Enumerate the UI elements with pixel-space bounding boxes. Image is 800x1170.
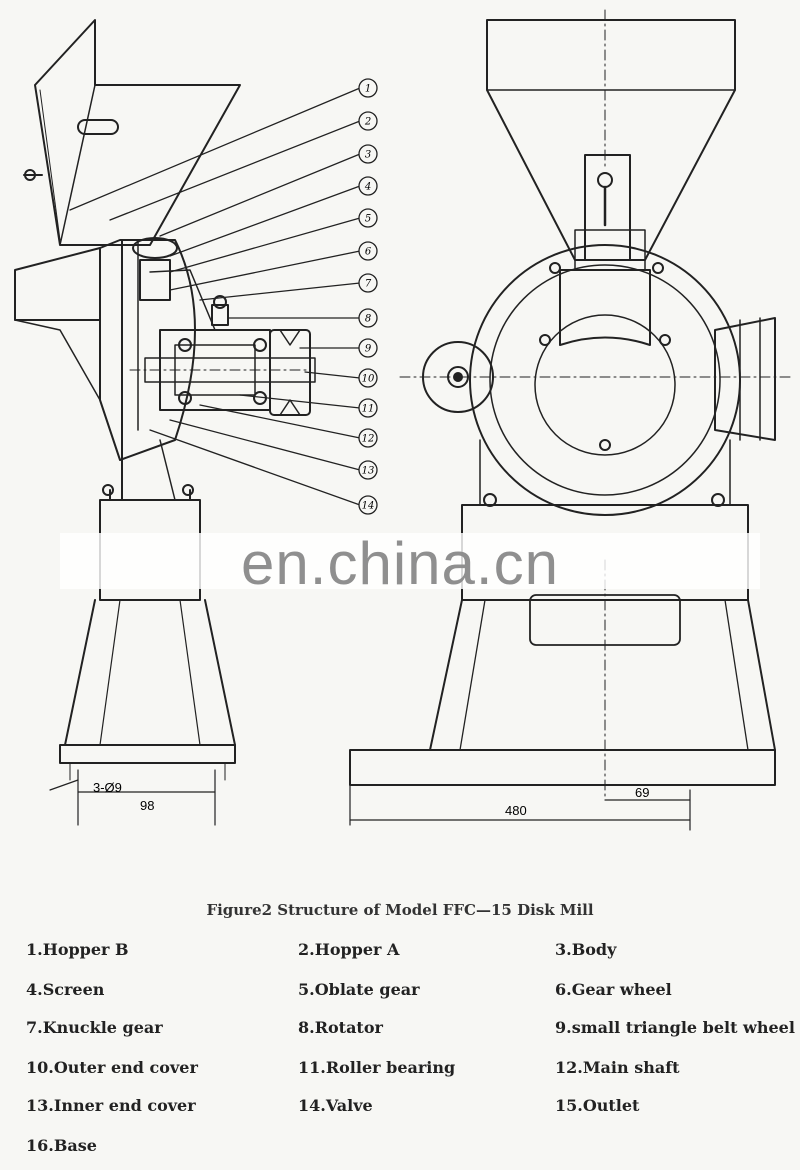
legend-item: 3.Body — [555, 940, 617, 959]
callout-circle-7 — [358, 273, 378, 293]
front-base — [429, 599, 776, 751]
callout-leaders — [69, 87, 361, 506]
callout-circle-4 — [358, 176, 378, 196]
legend-item: 16.Base — [26, 1136, 97, 1155]
callout-circle-6 — [358, 241, 378, 261]
side-view — [14, 19, 316, 781]
legend-item: 15.Outlet — [555, 1096, 640, 1115]
callout-label-5: 5 — [365, 214, 371, 225]
callout-circle-11 — [358, 398, 378, 418]
callout-circle-13 — [358, 460, 378, 480]
callout-label-3: 3 — [365, 150, 371, 161]
callout-label-4: 4 — [364, 182, 371, 193]
callout-circle-8 — [358, 308, 378, 328]
callout-label-2: 2 — [364, 117, 371, 128]
side-base — [64, 599, 236, 746]
callout-circle-9 — [358, 338, 378, 358]
callout-circle-14 — [358, 495, 378, 515]
callout-circle-3 — [358, 144, 378, 164]
legend-item: 8.Rotator — [298, 1018, 383, 1037]
callout-circle-1 — [358, 78, 378, 98]
callout-label-12: 12 — [362, 434, 375, 445]
watermark: en.china.cn — [0, 525, 800, 605]
legend-item: 9.small triangle belt wheel — [555, 1018, 795, 1037]
front-hopper — [486, 19, 736, 261]
callout-label-6: 6 — [365, 247, 372, 258]
legend-item: 6.Gear wheel — [555, 980, 672, 999]
callout-label-11: 11 — [362, 404, 375, 415]
front-outlet — [714, 317, 776, 441]
dim-holes: 3-Ø9 — [93, 780, 122, 795]
front-view — [349, 9, 791, 801]
legend-item: 4.Screen — [26, 980, 105, 999]
legend-item: 11.Roller bearing — [298, 1058, 456, 1077]
callout-label-8: 8 — [365, 314, 371, 325]
callout-label-1: 1 — [365, 84, 371, 95]
dim-front-width: 480 — [505, 803, 527, 818]
watermark-text: en.china.cn — [241, 530, 559, 597]
callout-circle-10 — [358, 368, 378, 388]
side-body — [99, 239, 196, 461]
callout-label-7: 7 — [365, 279, 372, 290]
legend-item: 14.Valve — [298, 1096, 373, 1115]
figure-caption: Figure2 Structure of Model FFC—15 Disk M… — [206, 901, 594, 919]
dimension-lines — [49, 769, 691, 831]
legend-item: 2.Hopper A — [298, 940, 400, 959]
side-outlet — [14, 247, 101, 321]
legend-item: 1.Hopper B — [26, 940, 129, 959]
callout-label-13: 13 — [362, 466, 375, 477]
legend-item: 13.Inner end cover — [26, 1096, 196, 1115]
side-hopper — [34, 19, 241, 246]
callout-label-9: 9 — [365, 344, 372, 355]
front-housing — [469, 244, 741, 516]
dim-front-offset: 69 — [635, 785, 649, 800]
callout-label-14: 14 — [362, 501, 375, 512]
legend-item: 7.Knuckle gear — [26, 1018, 163, 1037]
callout-circle-12 — [358, 428, 378, 448]
callout-circle-2 — [358, 111, 378, 131]
dim-side-width: 98 — [140, 798, 154, 813]
callout-label-10: 10 — [362, 374, 375, 385]
legend-item: 5.Oblate gear — [298, 980, 420, 999]
legend-item: 10.Outer end cover — [26, 1058, 198, 1077]
callout-circle-5 — [358, 208, 378, 228]
legend-item: 12.Main shaft — [555, 1058, 680, 1077]
